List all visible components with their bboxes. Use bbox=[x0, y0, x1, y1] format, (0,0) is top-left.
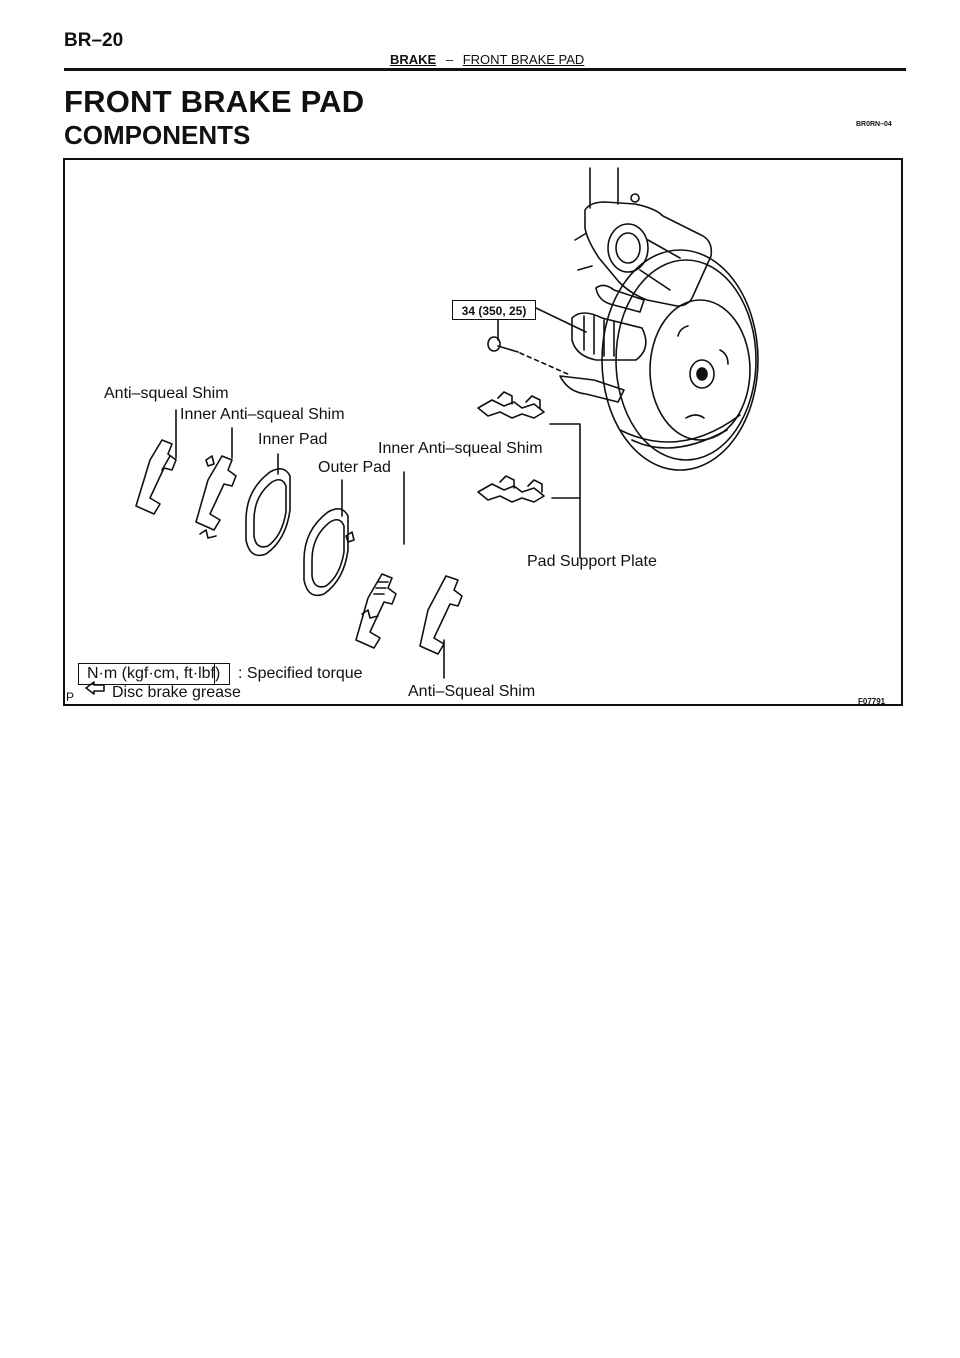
running-header: BRAKE – FRONT BRAKE PAD bbox=[390, 52, 584, 67]
pad-support-plate-illustration bbox=[477, 391, 581, 559]
anti-squeal-shim-illustration bbox=[135, 409, 177, 515]
grease-arrow-icon bbox=[85, 681, 105, 695]
grease-prefix: P bbox=[66, 690, 75, 704]
header-subsection: FRONT BRAKE PAD bbox=[462, 52, 585, 67]
header-rule bbox=[64, 68, 906, 71]
label-inner-anti-squeal-shim: Inner Anti–squeal Shim bbox=[180, 406, 345, 423]
header-section: BRAKE bbox=[390, 52, 437, 67]
knuckle-illustration bbox=[574, 167, 713, 307]
torque-description: : Specified torque bbox=[238, 665, 363, 682]
grease-description: Disc brake grease bbox=[112, 684, 241, 701]
page-title: FRONT BRAKE PAD bbox=[64, 84, 365, 119]
legend-box-divider bbox=[213, 664, 215, 684]
inner-anti-squeal-shim-illustration bbox=[195, 427, 237, 539]
torque-unit-label: N·m (kgf·cm, ft·lbf) bbox=[87, 665, 221, 682]
inner-anti-squeal-shim-right-illustration bbox=[345, 471, 405, 649]
label-anti-squeal-shim: Anti–squeal Shim bbox=[104, 385, 229, 402]
bolt-illustration bbox=[487, 307, 587, 376]
header-separator: – bbox=[445, 52, 454, 67]
outer-anti-squeal-shim-illustration bbox=[419, 575, 463, 679]
inner-pad-illustration bbox=[245, 453, 291, 557]
page-subtitle: COMPONENTS bbox=[64, 120, 251, 150]
torque-callout: 34 (350, 25) bbox=[452, 300, 536, 320]
page-code: BR–20 bbox=[64, 30, 124, 51]
diagram-frame bbox=[63, 158, 903, 706]
label-anti-squeal-shim-outer: Anti–Squeal Shim bbox=[408, 683, 536, 700]
label-outer-pad: Outer Pad bbox=[318, 459, 391, 476]
slide-boot-illustration bbox=[559, 284, 647, 403]
label-inner-anti-squeal-shim-right: Inner Anti–squeal Shim bbox=[378, 440, 543, 457]
doc-id: BR0RN–04 bbox=[856, 121, 892, 128]
label-pad-support-plate: Pad Support Plate bbox=[527, 553, 657, 570]
figure-id: F07791 bbox=[858, 697, 886, 706]
torque-unit-box: N·m (kgf·cm, ft·lbf) bbox=[78, 663, 230, 685]
outer-pad-illustration bbox=[303, 479, 349, 597]
label-inner-pad: Inner Pad bbox=[258, 431, 328, 448]
